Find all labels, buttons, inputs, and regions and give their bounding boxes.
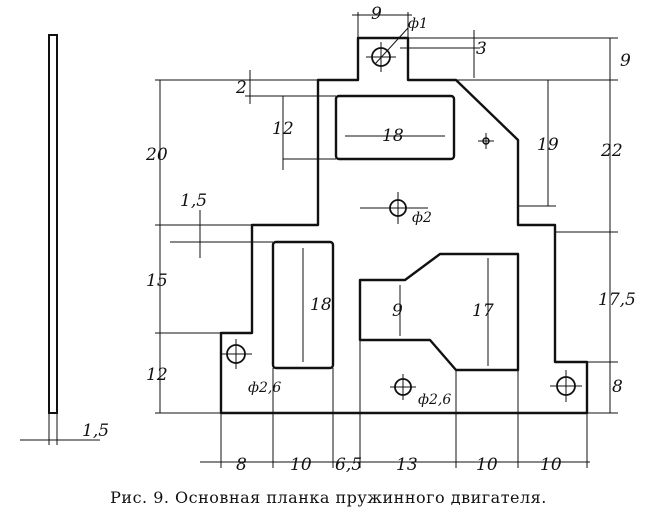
- label-right-8: 8: [612, 377, 623, 397]
- label-slot-top-width: 18: [382, 126, 404, 146]
- label-right-17-5: 17,5: [598, 290, 636, 310]
- label-right-19: 19: [537, 135, 559, 155]
- label-cut-17: 17: [472, 301, 494, 321]
- side-view: 1,5: [20, 34, 109, 445]
- cutout-right: [358, 252, 520, 372]
- label-hole-left: ф2,6: [248, 380, 281, 396]
- main-plate: [219, 36, 589, 415]
- label-right-22: 22: [600, 141, 623, 161]
- label-right-top: 9: [620, 51, 631, 71]
- label-bottom-10a: 10: [290, 455, 312, 475]
- label-slot-left-height: 18: [310, 295, 332, 315]
- label-bottom-13: 13: [396, 455, 418, 475]
- label-bottom-10b: 10: [476, 455, 498, 475]
- side-view-strip: [48, 34, 58, 414]
- label-hole-top: ф1: [408, 16, 428, 32]
- holes: [221, 27, 582, 402]
- label-top-width: 9: [371, 4, 382, 24]
- label-left-15: 15: [146, 271, 168, 291]
- slot-left: [271, 240, 335, 370]
- label-left-1-5: 1,5: [180, 191, 207, 211]
- slot-top: [334, 94, 456, 161]
- label-bottom-10c: 10: [540, 455, 562, 475]
- label-hole-mid: ф2: [412, 210, 432, 226]
- label-left-12: 12: [146, 365, 168, 385]
- label-hole-bottom: ф2,6: [418, 392, 451, 408]
- dimension-lines: [155, 12, 618, 468]
- label-cut-9: 9: [392, 301, 403, 321]
- plate-outline: [219, 36, 589, 415]
- label-inner-12: 12: [272, 119, 294, 139]
- label-bottom-8: 8: [236, 455, 247, 475]
- label-top-offset: 3: [476, 39, 487, 59]
- label-left-20: 20: [145, 145, 168, 165]
- dimension-labels: 9 ф1 3 9 2 20 12 18 19 22 ф2 1,5 15 12 1…: [145, 4, 636, 475]
- side-thickness-label: 1,5: [82, 421, 109, 441]
- label-bottom-6-5: 6,5: [335, 455, 362, 475]
- figure-caption: Рис. 9. Основная планка пружинного двига…: [110, 488, 547, 507]
- label-left-small: 2: [235, 78, 247, 98]
- hole-top-leader: [374, 27, 409, 65]
